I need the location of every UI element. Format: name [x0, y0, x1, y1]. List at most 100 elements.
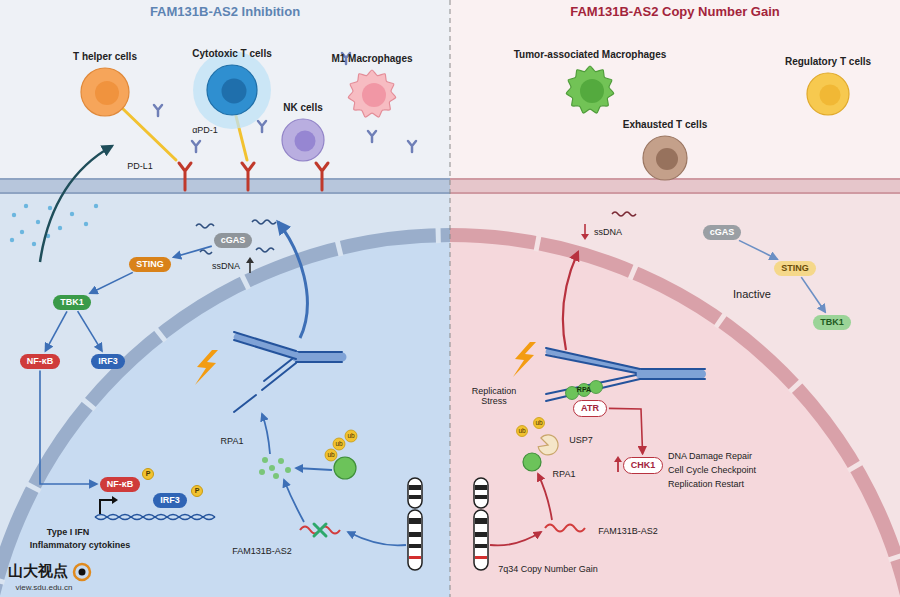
- pathway-connector: [40, 371, 97, 485]
- cell-body: [282, 119, 324, 161]
- cytosolic-dna: [252, 220, 276, 224]
- protein-pill: STING: [774, 261, 816, 276]
- ubiquitin-label: ub: [518, 427, 525, 434]
- protein-pill: STING: [129, 257, 171, 272]
- rpa1-degradation: [345, 430, 357, 442]
- pathway-connector: [45, 311, 66, 351]
- cell-name: Exhausted T cells: [623, 119, 707, 131]
- cytokine-dots: [84, 222, 88, 226]
- transcription-start: [112, 496, 118, 504]
- chromosome: [409, 518, 421, 524]
- cell-body: [643, 136, 687, 180]
- panel-ground: [0, 0, 450, 180]
- pathway-arrow: [296, 468, 332, 470]
- protein-name: STING: [781, 263, 809, 273]
- gene-label: FAM131B-AS2: [232, 546, 292, 556]
- phosphate-label: P: [146, 470, 151, 478]
- protein-pill: NF-κB: [100, 477, 141, 492]
- chromosome: [474, 510, 488, 570]
- rpa1-degradation: [285, 467, 291, 473]
- rpa1-degradation: [334, 457, 356, 479]
- cell-nucleus: [580, 79, 604, 103]
- molecule-label: ssDNA: [212, 261, 240, 271]
- replication-fork: [264, 359, 292, 381]
- cell-drawing: [564, 64, 616, 116]
- pathway-connector: [801, 277, 825, 312]
- protein-pill: TBK1: [813, 315, 851, 330]
- increase-arrow: [614, 456, 622, 472]
- cell-drawing: [205, 63, 259, 117]
- pd-l1-receptor: [179, 163, 328, 190]
- chromosome: [475, 532, 487, 537]
- pathway-arrow: [262, 414, 406, 545]
- replication-fork: [296, 352, 342, 362]
- replication-fork: [546, 348, 705, 401]
- decrease-arrow: [584, 224, 586, 235]
- cell-nucleus: [819, 85, 840, 106]
- cell-membrane: [450, 178, 900, 180]
- ubiquitin: [517, 418, 545, 437]
- chromosome: [409, 532, 421, 537]
- protein-pill: NF-κB: [20, 354, 61, 369]
- ubiquitin: [534, 418, 545, 429]
- nucleus: [450, 235, 900, 597]
- immune-cell: Cytotoxic T cells: [192, 48, 271, 117]
- protein-name: cGAS: [710, 227, 735, 237]
- phosphate-label: P: [195, 487, 200, 495]
- protein-name: TBK1: [60, 297, 84, 307]
- antibody: [258, 121, 266, 132]
- cell-name: Regulatory T cells: [785, 56, 871, 68]
- cell-name: M1 Macrophages: [331, 53, 412, 65]
- cell-drawing: [346, 68, 398, 120]
- watermark-logo: [74, 564, 90, 580]
- cytokine-dots: [48, 206, 52, 210]
- pathway-connector: [609, 408, 643, 453]
- watermark-logo: [79, 569, 86, 576]
- rpa1-degradation: [259, 469, 265, 475]
- cytosolic-dna: [200, 250, 212, 254]
- replication-fork: [546, 351, 638, 371]
- increase-arrow: [614, 456, 622, 462]
- pathway-arrow: [490, 474, 552, 545]
- rpa-coat: [590, 381, 603, 394]
- ubiquitin-label: ub: [535, 419, 542, 426]
- pathway-arrow: [262, 414, 270, 454]
- pathway-connector: [739, 240, 777, 259]
- ubiquitin-label: ub: [347, 432, 354, 439]
- rpa1-degradation: [259, 430, 357, 479]
- increase-arrow: [617, 461, 619, 472]
- panel: FAM131B-AS2 Copy Number GainTumor-associ…: [450, 0, 900, 597]
- cell-drawing: [79, 66, 131, 118]
- watermark: view.sdu.edu.cn: [16, 583, 73, 592]
- cell-body: [807, 73, 849, 115]
- protein-label: RPA1: [553, 469, 576, 479]
- protein-pill: IRF3: [153, 493, 187, 508]
- locus-label: 7q34 Copy Number Gain: [498, 564, 598, 574]
- decrease-arrow: [581, 224, 589, 240]
- molecule-label: ssDNA: [594, 227, 622, 237]
- cell-name: Tumor-associated Macrophages: [514, 49, 667, 61]
- cytokine-dots: [12, 213, 16, 217]
- nucleus: [0, 235, 450, 597]
- immune-cell: Tumor-associated Macrophages: [514, 49, 667, 116]
- lncrna: [300, 524, 340, 536]
- transcription-start: [100, 496, 118, 514]
- damage-bolt: [513, 342, 536, 377]
- gene-label: FAM131B-AS2: [598, 526, 658, 536]
- antibody: [368, 131, 376, 142]
- ubiquitin: [517, 426, 528, 437]
- panel-divider: [450, 0, 451, 597]
- immune-cell: M1 Macrophages: [331, 53, 412, 120]
- replication-fork: [234, 363, 296, 412]
- nucleus: [450, 235, 900, 597]
- outcome-label: DNA Damage Repair: [668, 451, 752, 461]
- cell-drawing: [280, 117, 326, 163]
- rpa-coat: [566, 387, 579, 400]
- increase-arrow: [246, 257, 254, 273]
- chromosome: [409, 544, 421, 548]
- immune-cell: NK cells: [280, 102, 326, 163]
- phosphate: [143, 469, 154, 480]
- rpa-coat: [566, 381, 603, 400]
- watermark: 山大视点: [8, 562, 68, 579]
- replication-fork: [234, 336, 296, 355]
